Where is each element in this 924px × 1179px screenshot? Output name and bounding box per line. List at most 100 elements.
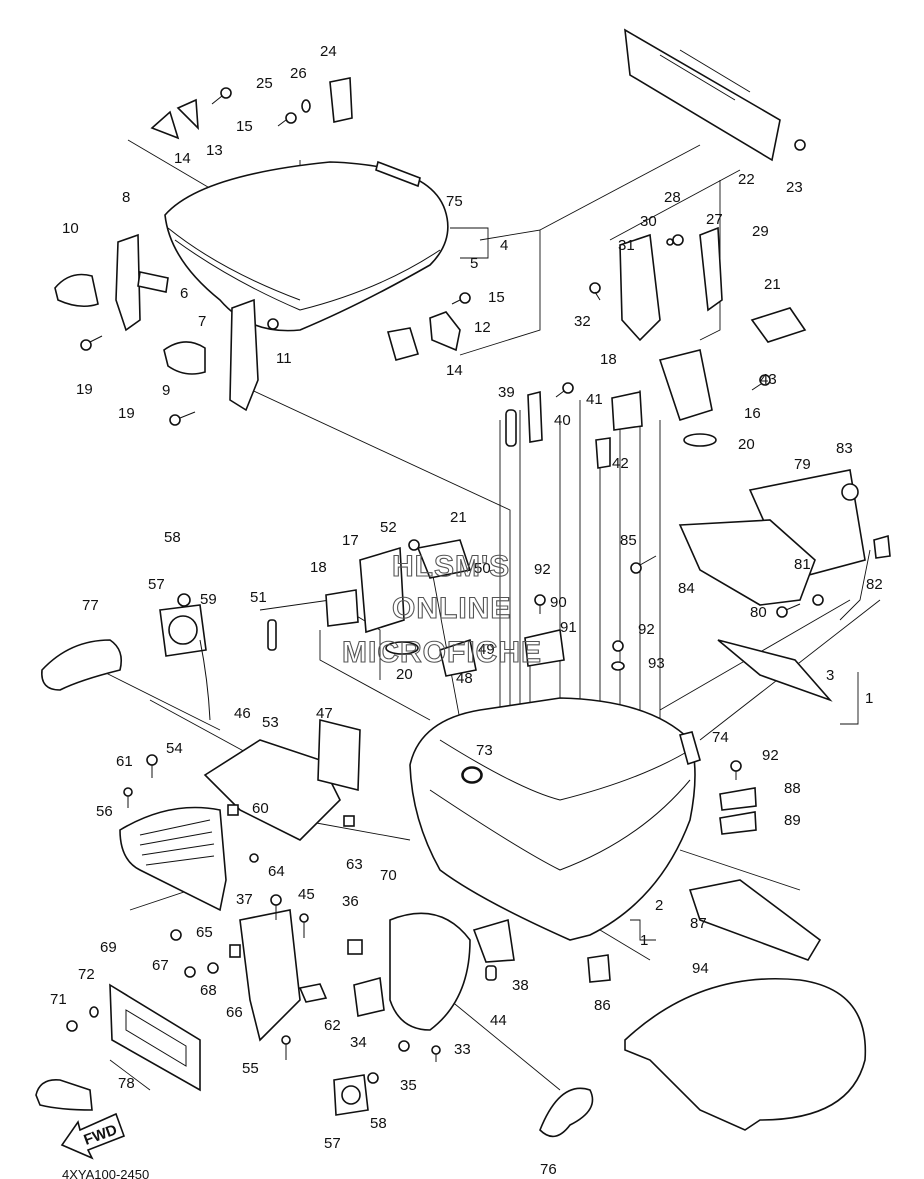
callout-47: 47 <box>316 705 333 722</box>
callout-56: 56 <box>96 803 113 820</box>
callout-77: 77 <box>82 597 99 614</box>
callout-20-2: 20 <box>396 666 413 683</box>
callout-41: 41 <box>586 391 603 408</box>
callout-43: 43 <box>760 371 777 388</box>
callout-93: 93 <box>648 655 665 672</box>
callout-32: 32 <box>574 313 591 330</box>
callout-73: 73 <box>476 742 493 759</box>
callout-86: 86 <box>594 997 611 1014</box>
callout-2: 2 <box>655 897 663 914</box>
callout-61: 61 <box>116 753 133 770</box>
callout-92-2: 92 <box>638 621 655 638</box>
callout-35: 35 <box>400 1077 417 1094</box>
callout-7: 7 <box>198 313 206 330</box>
callout-87: 87 <box>690 915 707 932</box>
callout-81: 81 <box>794 556 811 573</box>
callout-18-2: 18 <box>310 559 327 576</box>
callout-70: 70 <box>380 867 397 884</box>
callout-90: 90 <box>550 594 567 611</box>
callout-88: 88 <box>784 780 801 797</box>
callout-71: 71 <box>50 991 67 1008</box>
callout-75: 75 <box>446 193 463 210</box>
callout-84: 84 <box>678 580 695 597</box>
callout-63: 63 <box>346 856 363 873</box>
callout-50: 50 <box>474 560 491 577</box>
callout-59: 59 <box>200 591 217 608</box>
callout-79: 79 <box>794 456 811 473</box>
callout-4: 4 <box>500 237 508 254</box>
callout-25: 25 <box>256 75 273 92</box>
diagram-code: 4XYA100-2450 <box>62 1167 149 1179</box>
callout-64: 64 <box>268 863 285 880</box>
callout-62: 62 <box>324 1017 341 1034</box>
callout-19-1: 19 <box>76 381 93 398</box>
callout-18-1: 18 <box>600 351 617 368</box>
case-body <box>409 697 696 941</box>
callout-44: 44 <box>490 1012 507 1029</box>
callout-52: 52 <box>380 519 397 536</box>
callout-36: 36 <box>342 893 359 910</box>
fasteners <box>66 87 806 1084</box>
callout-10: 10 <box>62 220 79 237</box>
callout-24: 24 <box>320 43 337 60</box>
callout-3: 3 <box>826 667 834 684</box>
callout-94: 94 <box>692 960 709 977</box>
callout-28: 28 <box>664 189 681 206</box>
fwd-arrow: FWD <box>60 1112 126 1160</box>
callout-92-1: 92 <box>534 561 551 578</box>
mat <box>624 977 867 1131</box>
callout-82: 82 <box>866 576 883 593</box>
lid <box>164 161 449 332</box>
callout-29: 29 <box>752 223 769 240</box>
callout-15-2: 15 <box>488 289 505 306</box>
callout-92-3: 92 <box>762 747 779 764</box>
bracket-lines <box>450 227 859 941</box>
callout-57-1: 57 <box>148 576 165 593</box>
callout-48: 48 <box>456 670 473 687</box>
callout-37: 37 <box>236 891 253 908</box>
watermark-line-1: HLSM'S <box>392 550 510 583</box>
callout-1-1: 1 <box>865 690 873 707</box>
callout-55: 55 <box>242 1060 259 1077</box>
watermark: HLSM'S ONLINE MICROFICHE <box>341 549 542 669</box>
callout-13: 13 <box>206 142 223 159</box>
callout-23: 23 <box>786 179 803 196</box>
callout-76: 76 <box>540 1161 557 1178</box>
callout-8: 8 <box>122 189 130 206</box>
callout-89: 89 <box>784 812 801 829</box>
callout-34: 34 <box>350 1034 367 1051</box>
callout-39: 39 <box>498 384 515 401</box>
callout-83: 83 <box>836 440 853 457</box>
callout-11: 11 <box>276 350 292 367</box>
callout-5: 5 <box>470 255 478 272</box>
callout-67: 67 <box>152 957 169 974</box>
callout-51: 51 <box>250 589 267 606</box>
callout-49: 49 <box>478 641 495 658</box>
callout-45: 45 <box>298 886 315 903</box>
callout-19-2: 19 <box>118 405 135 422</box>
callout-30: 30 <box>640 213 657 230</box>
watermark-line-3: MICROFICHE <box>342 636 542 669</box>
callout-31: 31 <box>618 237 635 254</box>
parts <box>35 28 891 1138</box>
callout-42: 42 <box>612 455 629 472</box>
callout-14-1: 14 <box>174 150 191 167</box>
callout-16: 16 <box>744 405 761 422</box>
callout-1-2: 1 <box>640 932 648 949</box>
callout-6: 6 <box>180 285 188 302</box>
callout-9: 9 <box>162 382 170 399</box>
callout-72: 72 <box>78 966 95 983</box>
callout-17: 17 <box>342 532 359 549</box>
callout-27: 27 <box>706 211 723 228</box>
callout-22: 22 <box>738 171 755 188</box>
callout-58-1: 58 <box>164 529 181 546</box>
callout-labels: 1123456789101112131414151516171818191920… <box>50 43 883 1178</box>
callout-14-2: 14 <box>446 362 463 379</box>
callout-21-1: 21 <box>764 276 781 293</box>
callout-40: 40 <box>554 412 571 429</box>
callout-69: 69 <box>100 939 117 956</box>
callout-15-1: 15 <box>236 118 253 135</box>
callout-85: 85 <box>620 532 637 549</box>
callout-74: 74 <box>712 729 729 746</box>
